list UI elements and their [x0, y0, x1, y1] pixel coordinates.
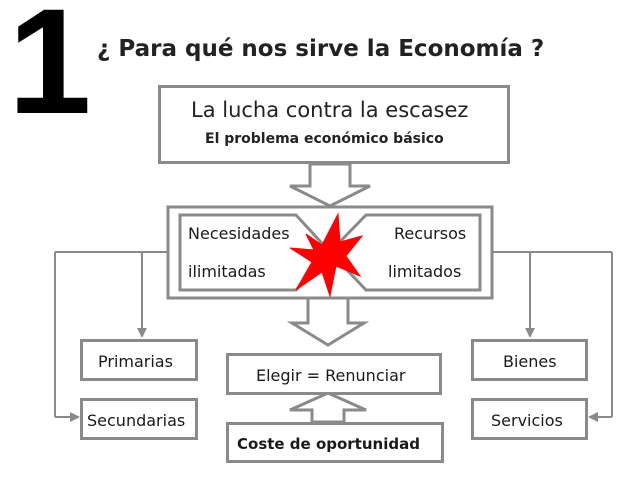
arrowhead-secundarias	[70, 412, 80, 422]
scarcity-box: La lucha contra la escasez El problema e…	[158, 85, 510, 164]
choose-box: Elegir = Renunciar	[226, 353, 442, 395]
resources-label-line2: limitados	[388, 262, 462, 281]
secondary-needs-box: Secundarias	[80, 398, 198, 440]
section-number: 1	[8, 0, 92, 145]
down-arrow-top	[289, 162, 371, 208]
page-title: ¿ Para qué nos sirve la Economía ?	[97, 36, 545, 62]
up-arrow-bottom	[289, 391, 367, 424]
primary-needs-label: Primarias	[98, 352, 173, 371]
arrowhead-primarias	[137, 328, 147, 338]
opportunity-cost-label: Coste de oportunidad	[237, 435, 420, 453]
goods-box: Bienes	[471, 339, 588, 381]
opportunity-cost-box: Coste de oportunidad	[226, 422, 444, 463]
scarcity-title: La lucha contra la escasez	[191, 98, 469, 122]
needs-label-line2: ilimitadas	[188, 262, 266, 281]
arrowhead-bienes	[525, 328, 535, 338]
goods-label: Bienes	[503, 352, 557, 371]
left-connectors	[54, 251, 168, 418]
down-arrow-middle	[286, 293, 370, 347]
right-connectors	[492, 251, 613, 418]
primary-needs-box: Primarias	[80, 339, 198, 381]
services-box: Servicios	[471, 398, 588, 440]
scarcity-subtitle: El problema económico básico	[205, 131, 444, 147]
choose-label: Elegir = Renunciar	[256, 366, 406, 385]
needs-label-line1: Necesidades	[188, 224, 290, 243]
clash-burst	[289, 212, 364, 298]
services-label: Servicios	[491, 411, 563, 430]
arrowhead-servicios	[588, 412, 598, 422]
secondary-needs-label: Secundarias	[87, 411, 186, 430]
resources-label-line1: Recursos	[394, 224, 467, 243]
